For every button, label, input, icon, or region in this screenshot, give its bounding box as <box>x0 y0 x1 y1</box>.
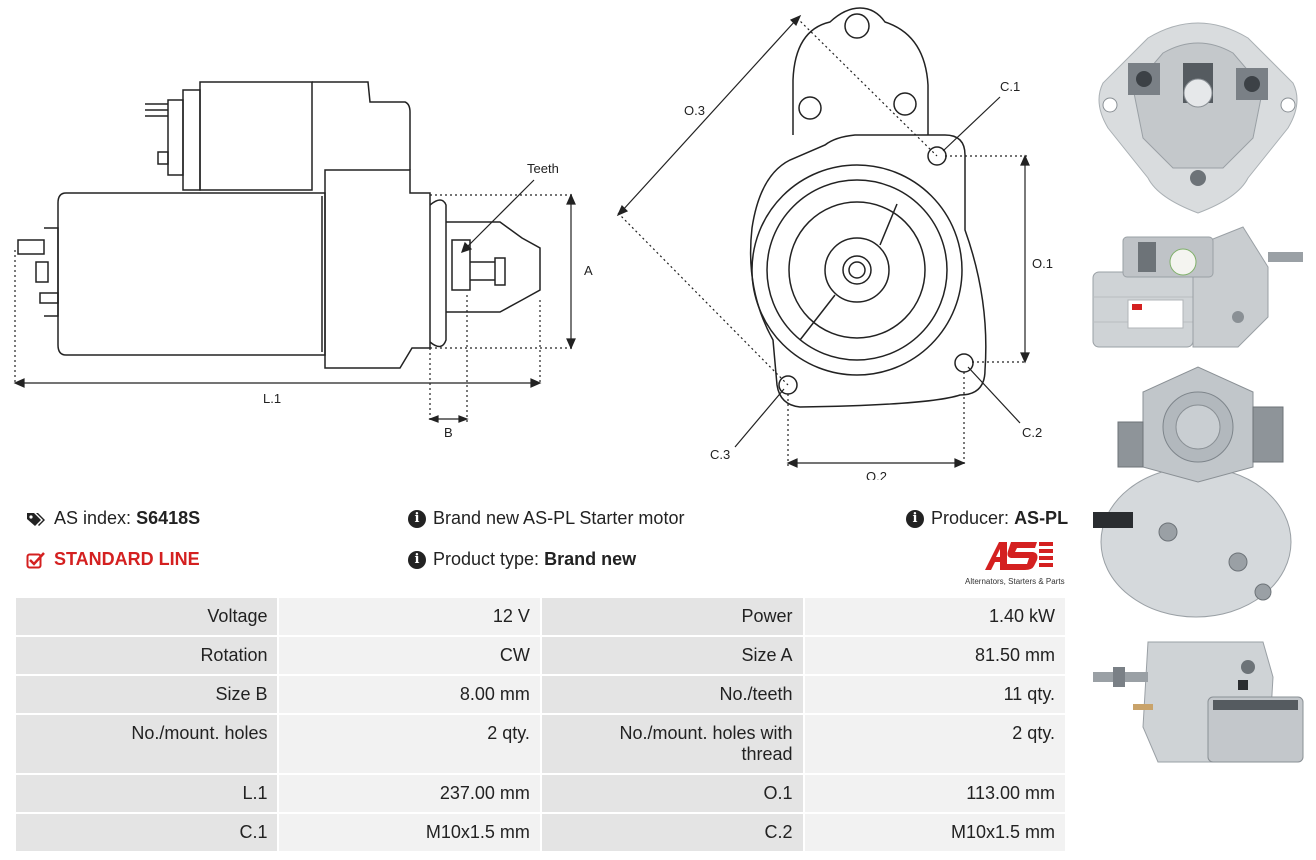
dimension-l1-label: L.1 <box>263 391 281 406</box>
spec-key: O.1 <box>539 773 805 814</box>
dimension-c3-label: C.3 <box>710 447 730 462</box>
info-icon: i <box>408 550 426 569</box>
producer-label: Producer: <box>931 508 1010 528</box>
product-type-label: Product type: <box>433 549 540 569</box>
spec-value: 1.40 kW <box>802 596 1068 637</box>
producer-row: i Producer: AS-PL <box>906 508 1068 529</box>
spec-key: No./mount. holes <box>13 713 280 775</box>
spec-value: M10x1.5 mm <box>802 812 1068 853</box>
spec-value: 237.00 mm <box>277 773 542 814</box>
spec-key: L.1 <box>13 773 280 814</box>
product-description: Brand new AS-PL Starter motor <box>433 508 685 528</box>
product-photo-side[interactable] <box>1088 222 1308 350</box>
spec-value: 11 qty. <box>802 674 1068 715</box>
spec-key: No./mount. holes with thread <box>539 713 805 775</box>
standard-line-label: STANDARD LINE <box>54 549 200 569</box>
info-icon: i <box>408 509 426 528</box>
spec-value: 12 V <box>277 596 542 637</box>
dimension-o3-label: O.3 <box>684 103 705 118</box>
teeth-label: Teeth <box>527 161 559 176</box>
checkbox-checked-icon <box>26 551 45 568</box>
spec-key: Size B <box>13 674 280 715</box>
brand-logo[interactable]: Alternators, Starters & Parts <box>965 538 1067 586</box>
spec-key: Power <box>539 596 805 637</box>
product-photo-top[interactable] <box>1088 632 1308 772</box>
as-index-row: AS index: S6418S <box>26 508 200 529</box>
side-view-drawing: Teeth A B L.1 <box>13 7 1053 480</box>
dimension-o2-label: O.2 <box>866 469 887 480</box>
description-row: i Brand new AS-PL Starter motor <box>408 508 684 529</box>
dimension-c1-label: C.1 <box>1000 79 1020 94</box>
product-photo-front[interactable] <box>1088 8 1308 218</box>
producer-value: AS-PL <box>1014 508 1069 528</box>
info-icon: i <box>906 509 924 528</box>
as-index-label: AS index: <box>54 508 132 528</box>
spec-value: M10x1.5 mm <box>277 812 542 853</box>
product-type-value: Brand new <box>544 549 637 569</box>
spec-value: 2 qty. <box>802 713 1068 775</box>
spec-key: C.2 <box>539 812 805 853</box>
product-photo-rear[interactable] <box>1088 362 1308 620</box>
spec-key: Voltage <box>13 596 280 637</box>
standard-line-row: STANDARD LINE <box>26 549 200 570</box>
tags-icon <box>27 512 45 526</box>
dimension-o1-label: O.1 <box>1032 256 1053 271</box>
spec-key: C.1 <box>13 812 280 853</box>
dimension-b-label: B <box>444 425 453 440</box>
spec-value: CW <box>277 635 542 676</box>
dimension-a-label: A <box>584 263 593 278</box>
spec-value: 8.00 mm <box>277 674 542 715</box>
spec-key: Rotation <box>13 635 280 676</box>
as-index-value: S6418S <box>136 508 201 528</box>
product-type-row: i Product type: Brand new <box>408 549 636 570</box>
dimension-c2-label: C.2 <box>1022 425 1042 440</box>
spec-key: No./teeth <box>539 674 805 715</box>
spec-value: 113.00 mm <box>802 773 1068 814</box>
as-pl-logo-icon <box>985 542 1053 570</box>
spec-key: Size A <box>539 635 805 676</box>
spec-value: 81.50 mm <box>802 635 1068 676</box>
spec-value: 2 qty. <box>277 713 542 775</box>
logo-tagline: Alternators, Starters & Parts <box>965 577 1065 586</box>
